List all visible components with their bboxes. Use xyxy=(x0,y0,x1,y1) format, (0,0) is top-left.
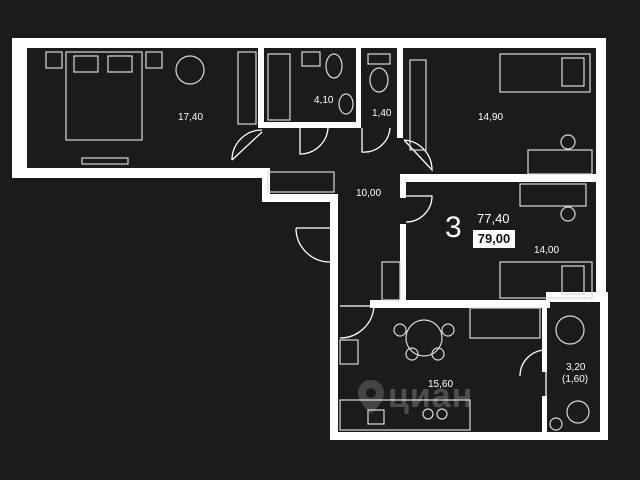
wall-bath-bottom xyxy=(262,122,360,128)
wall-bed2-bottom xyxy=(370,300,550,308)
pillow-mid-right xyxy=(561,265,585,295)
fridge xyxy=(339,339,359,365)
hall-wardrobe xyxy=(267,171,335,193)
wardrobe-bed1 xyxy=(237,51,257,125)
stove-burner xyxy=(422,408,434,420)
rooms-count: 3 xyxy=(445,211,462,244)
desk-top-right xyxy=(527,149,593,175)
dining-table xyxy=(405,319,443,357)
window-right-mid xyxy=(596,213,606,285)
hall-cabinet xyxy=(381,261,401,301)
area-balcony: 3,20 xyxy=(566,362,586,373)
wall-wc-right xyxy=(397,48,403,138)
wall-kitchen-left xyxy=(330,300,338,440)
dining-chair-4 xyxy=(431,347,445,361)
area-bathroom: 4,10 xyxy=(314,95,334,106)
area-bedroom-top-right: 14,90 xyxy=(478,112,504,123)
bath-sink xyxy=(301,51,321,67)
desk-mid-right xyxy=(519,183,587,207)
kitchen-sink xyxy=(367,409,385,425)
wall-left-bottom xyxy=(12,168,270,178)
doors xyxy=(231,127,547,396)
watermark-logo: циан xyxy=(388,377,474,415)
area-balcony-reduced: (1,60) xyxy=(562,374,589,385)
windows xyxy=(12,41,606,285)
kitchen-counter xyxy=(339,399,471,431)
nightstand-right xyxy=(145,51,163,69)
bath-toilet xyxy=(325,53,343,79)
area-kitchen-living: 15,60 xyxy=(428,379,454,390)
wardrobe-top-right xyxy=(409,59,427,151)
dining-chair-1 xyxy=(393,323,407,337)
balcony-plant xyxy=(566,400,590,424)
wall-bed3-bottom xyxy=(400,174,596,182)
bed-top-right xyxy=(499,53,591,93)
wall-balcony-left xyxy=(542,302,547,372)
radiator-bed1 xyxy=(81,157,129,165)
pillow-top-right xyxy=(561,57,585,87)
wall-bath-wc xyxy=(356,48,361,128)
wall-top xyxy=(12,38,606,48)
door-balcony xyxy=(519,349,547,396)
window-top-bed1 xyxy=(67,41,159,47)
apartment-summary-badge: 3 77,40 79,00 xyxy=(445,210,515,250)
wc-tank xyxy=(367,53,391,65)
wall-bed1-right xyxy=(258,48,264,128)
wc-toilet xyxy=(369,67,389,93)
dining-chair-2 xyxy=(441,323,455,337)
pillow-left xyxy=(73,55,99,73)
washer xyxy=(338,93,354,115)
area-bedroom-mid-right: 14,00 xyxy=(534,245,560,256)
chair-round xyxy=(175,55,205,85)
wall-hall-left xyxy=(330,196,338,306)
balcony-boiler xyxy=(549,417,563,431)
window-right-top xyxy=(596,83,606,155)
wall-bed2-left xyxy=(400,178,406,198)
wall-bed2-left-b xyxy=(400,224,406,304)
area-hallway: 10,00 xyxy=(356,188,382,199)
area-bedroom-master: 17,40 xyxy=(178,112,204,123)
furniture xyxy=(45,51,593,431)
balcony-chair xyxy=(555,315,585,345)
stove-burner-2 xyxy=(436,408,448,420)
bathtub xyxy=(267,53,291,121)
window-left xyxy=(12,69,22,151)
bed-master xyxy=(65,51,143,141)
pillow-right xyxy=(107,55,133,73)
wall-bottom xyxy=(330,432,608,440)
walls xyxy=(12,38,608,440)
desk-chair-mid xyxy=(560,206,576,222)
wall-hall-step-v xyxy=(262,168,270,202)
door-bath xyxy=(299,127,329,155)
door-kitchen xyxy=(339,305,375,339)
door-bed2 xyxy=(405,195,433,223)
wall-right-step xyxy=(546,292,606,302)
wall-hall-step xyxy=(262,194,338,202)
total-area: 79,00 xyxy=(473,230,515,248)
door-bed1 xyxy=(231,129,263,161)
door-wc xyxy=(361,127,391,153)
location-pin-icon xyxy=(358,380,384,414)
sofa xyxy=(469,307,541,339)
door-bed3 xyxy=(403,139,433,172)
living-area: 77,40 xyxy=(477,211,510,226)
wall-balcony-left-b xyxy=(542,396,547,436)
wall-left xyxy=(12,38,27,178)
wall-right-bottom xyxy=(600,292,608,440)
bed-mid-right xyxy=(499,261,593,299)
dining-chair-3 xyxy=(405,347,419,361)
nightstand-left xyxy=(45,51,63,69)
area-toilet: 1,40 xyxy=(372,108,392,119)
wall-right-top xyxy=(596,38,606,300)
desk-chair-top xyxy=(560,134,576,150)
door-entry xyxy=(295,227,331,263)
